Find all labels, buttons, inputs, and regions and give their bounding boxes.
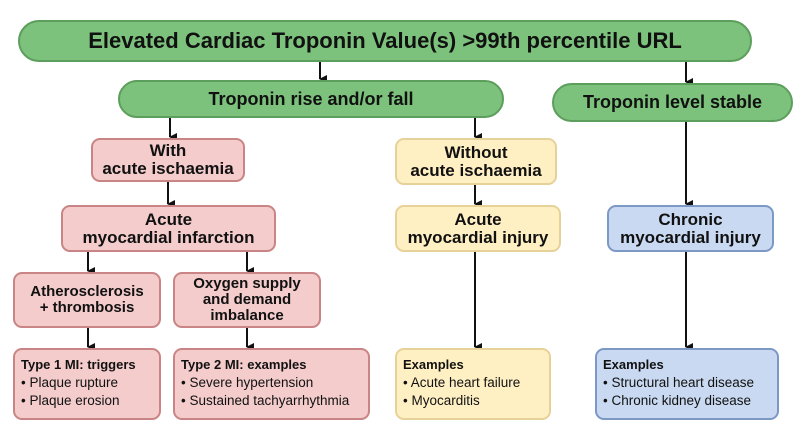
label: + thrombosis (39, 299, 135, 316)
label: myocardial injury (407, 227, 549, 247)
acute-injury-examples-box: Examples • Acute heart failure • Myocardit… (395, 348, 551, 420)
chronic-injury-examples-box: Examples • Structural heart disease • Chro… (595, 348, 779, 420)
list-item: • Acute heart failure (403, 374, 521, 390)
list-item: • Myocarditis (403, 392, 480, 408)
label: Oxygen supply (193, 275, 301, 293)
label: myocardial infarction (82, 227, 255, 247)
list-item: • Sustained tachyarrhythmia (181, 392, 350, 408)
label: Elevated Cardiac Troponin Value(s) >99th… (88, 28, 682, 54)
title: Type 1 MI: triggers (21, 357, 136, 372)
title: Type 2 MI: examples (181, 357, 307, 372)
list-item: • Structural heart disease (603, 374, 755, 390)
label: acute ischaemia (102, 159, 234, 178)
troponin-stable-box: Troponin level stable (552, 83, 793, 122)
type1-mi-box: Type 1 MI: triggers • Plaque rupture • Pla… (13, 348, 161, 420)
troponin-rise-fall-box: Troponin rise and/or fall (118, 80, 504, 118)
list-item: • Plaque rupture (21, 374, 119, 390)
elevated-troponin-box: Elevated Cardiac Troponin Value(s) >99th… (18, 20, 752, 62)
list-item: • Plaque erosion (21, 392, 120, 408)
label: Troponin level stable (582, 92, 763, 113)
label: Acute (454, 209, 502, 229)
label: myocardial injury (620, 227, 761, 247)
label: and demand (202, 291, 292, 309)
label: Atherosclerosis (30, 283, 144, 301)
label: acute ischaemia (410, 160, 542, 180)
title: Examples (603, 357, 664, 372)
label: Without (444, 142, 508, 162)
label: With (149, 141, 187, 161)
atherosclerosis-box: Atherosclerosis+ thrombosis (13, 272, 161, 328)
label: Chronic (658, 209, 723, 229)
title: Examples (403, 357, 464, 372)
label: imbalance (210, 306, 284, 324)
type2-mi-box: Type 2 MI: examples • Severe hypertension… (173, 348, 370, 420)
label: Acute (144, 209, 193, 229)
label: Troponin rise and/or fall (208, 88, 414, 109)
list-item: • Severe hypertension (181, 374, 314, 390)
list-item: • Chronic kidney disease (603, 392, 752, 408)
